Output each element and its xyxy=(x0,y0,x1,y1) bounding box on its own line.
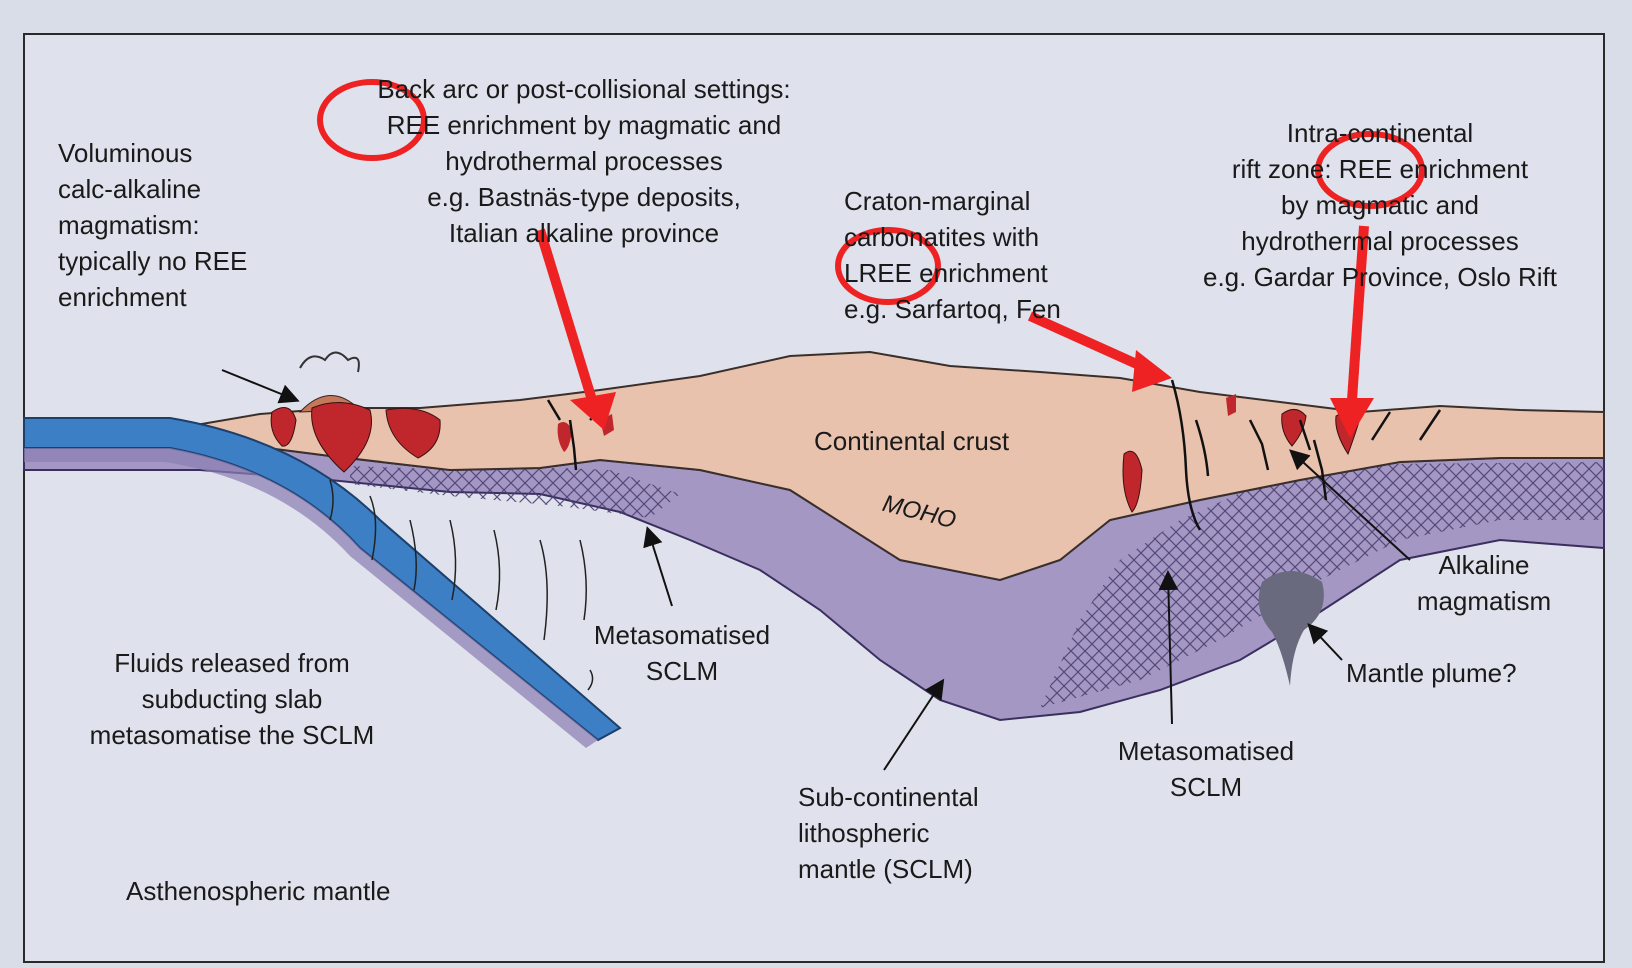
svg-text:rift zone: REE enrichment: rift zone: REE enrichment xyxy=(1232,154,1529,184)
svg-text:carbonatites with: carbonatites with xyxy=(844,222,1039,252)
svg-text:Alkaline: Alkaline xyxy=(1438,550,1529,580)
svg-text:e.g. Gardar Province, Oslo Rif: e.g. Gardar Province, Oslo Rift xyxy=(1203,262,1558,292)
svg-text:e.g. Sarfartoq, Fen: e.g. Sarfartoq, Fen xyxy=(844,294,1061,324)
svg-text:subducting slab: subducting slab xyxy=(142,684,323,714)
svg-text:SCLM: SCLM xyxy=(646,656,718,686)
svg-text:metasomatise the SCLM: metasomatise the SCLM xyxy=(90,720,375,750)
svg-text:enrichment: enrichment xyxy=(58,282,187,312)
svg-text:Italian alkaline province: Italian alkaline province xyxy=(449,218,719,248)
svg-text:lithospheric: lithospheric xyxy=(798,818,930,848)
svg-text:Sub-continental: Sub-continental xyxy=(798,782,979,812)
label-asthenosphere: Asthenospheric mantle xyxy=(126,876,390,906)
svg-text:Fluids released from: Fluids released from xyxy=(114,648,350,678)
svg-text:LREE enrichment: LREE enrichment xyxy=(844,258,1049,288)
svg-text:calc-alkaline: calc-alkaline xyxy=(58,174,201,204)
svg-text:mantle (SCLM): mantle (SCLM) xyxy=(798,854,973,884)
label-continental-crust: Continental crust xyxy=(814,426,1010,456)
svg-text:Voluminous: Voluminous xyxy=(58,138,192,168)
svg-text:Back arc or post-collisional s: Back arc or post-collisional settings: xyxy=(377,74,790,104)
svg-text:magmatism:: magmatism: xyxy=(58,210,200,240)
svg-text:by magmatic and: by magmatic and xyxy=(1281,190,1479,220)
svg-text:typically no REE: typically no REE xyxy=(58,246,247,276)
svg-text:hydrothermal processes: hydrothermal processes xyxy=(1241,226,1518,256)
svg-text:hydrothermal processes: hydrothermal processes xyxy=(445,146,722,176)
svg-text:REE enrichment by magmatic and: REE enrichment by magmatic and xyxy=(387,110,782,140)
label-mantle-plume: Mantle plume? xyxy=(1346,658,1517,688)
svg-text:Craton-marginal: Craton-marginal xyxy=(844,186,1030,216)
svg-text:SCLM: SCLM xyxy=(1170,772,1242,802)
svg-text:magmatism: magmatism xyxy=(1417,586,1551,616)
svg-text:Metasomatised: Metasomatised xyxy=(1118,736,1294,766)
svg-text:Metasomatised: Metasomatised xyxy=(594,620,770,650)
svg-text:Intra-continental: Intra-continental xyxy=(1287,118,1473,148)
svg-text:e.g. Bastnäs-type deposits,: e.g. Bastnäs-type deposits, xyxy=(427,182,741,212)
